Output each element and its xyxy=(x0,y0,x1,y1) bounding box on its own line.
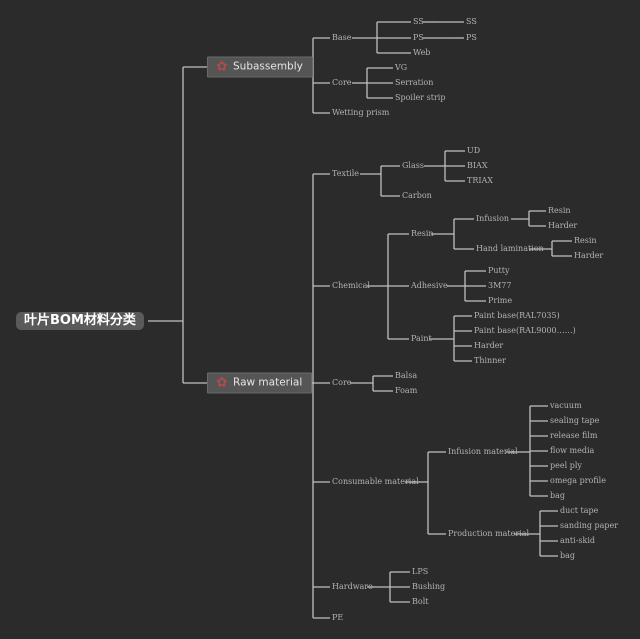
node-ud[interactable]: UD xyxy=(467,146,481,155)
node-carbon[interactable]: Carbon xyxy=(402,191,432,200)
node-lps[interactable]: LPS xyxy=(412,567,429,576)
flower-icon: ✿ xyxy=(216,375,228,391)
node-paint-base-ral9000[interactable]: Paint base(RAL9000……) xyxy=(474,326,576,335)
node-infusion-item[interactable]: flow media xyxy=(550,446,595,455)
node-infusion-item[interactable]: vacuum xyxy=(550,401,582,410)
node-production-item[interactable]: sanding paper xyxy=(560,521,619,530)
node-glass[interactable]: Glass xyxy=(402,161,424,170)
node-core-sub[interactable]: Core xyxy=(332,78,352,87)
node-wetting-prism[interactable]: Wetting prism xyxy=(332,108,390,117)
node-paint-harder[interactable]: Harder xyxy=(474,341,504,350)
node-ps[interactable]: PS xyxy=(413,33,424,42)
node-vg[interactable]: VG xyxy=(395,63,408,72)
category-raw-material[interactable]: ✿ Raw material xyxy=(207,372,313,394)
node-web[interactable]: Web xyxy=(413,48,431,57)
node-infusion-material[interactable]: Infusion material xyxy=(448,447,518,456)
node-spoiler-strip[interactable]: Spoiler strip xyxy=(395,93,446,102)
node-prime[interactable]: Prime xyxy=(488,296,513,305)
node-hand-lamination[interactable]: Hand lamination xyxy=(476,244,544,253)
node-production-item[interactable]: anti-skid xyxy=(560,536,596,545)
node-bolt[interactable]: Bolt xyxy=(412,597,429,606)
node-thinner[interactable]: Thinner xyxy=(474,356,506,365)
node-serration[interactable]: Serration xyxy=(395,78,434,87)
node-balsa[interactable]: Balsa xyxy=(395,371,418,380)
node-infusion-item[interactable]: sealing tape xyxy=(550,416,600,425)
node-hardware[interactable]: Hardware xyxy=(332,582,373,591)
node-core-raw[interactable]: Core xyxy=(332,378,352,387)
node-hand-resin[interactable]: Resin xyxy=(574,236,597,245)
node-infusion-item[interactable]: omega profile xyxy=(550,476,606,485)
node-pe[interactable]: PE xyxy=(332,613,344,622)
node-consumable-material[interactable]: Consumable material xyxy=(332,477,419,486)
node-ps-child[interactable]: PS xyxy=(466,33,477,42)
node-paint[interactable]: Paint xyxy=(411,334,432,343)
node-3m77[interactable]: 3M77 xyxy=(488,281,512,290)
node-infusion-resin[interactable]: Resin xyxy=(548,206,571,215)
node-triax[interactable]: TRIAX xyxy=(467,176,493,185)
category-raw-material-label: Raw material xyxy=(233,376,303,389)
category-subassembly[interactable]: ✿ Subassembly xyxy=(207,56,313,78)
node-bushing[interactable]: Bushing xyxy=(412,582,446,591)
category-subassembly-label: Subassembly xyxy=(233,60,303,73)
node-biax[interactable]: BIAX xyxy=(467,161,488,170)
node-resin[interactable]: Resin xyxy=(411,229,434,238)
node-ss-child[interactable]: SS xyxy=(466,17,477,26)
node-chemical[interactable]: Chemical xyxy=(332,281,370,290)
node-adhesive[interactable]: Adhesive xyxy=(411,281,448,290)
node-infusion-item[interactable]: release film xyxy=(550,431,598,440)
node-infusion-item[interactable]: bag xyxy=(550,491,566,500)
node-paint-base-ral7035[interactable]: Paint base(RAL7035) xyxy=(474,311,560,320)
node-production-item[interactable]: bag xyxy=(560,551,576,560)
node-base[interactable]: Base xyxy=(332,33,352,42)
node-ss[interactable]: SS xyxy=(413,17,424,26)
node-hand-harder[interactable]: Harder xyxy=(574,251,604,260)
node-production-item[interactable]: duct tape xyxy=(560,506,599,515)
node-textile[interactable]: Textile xyxy=(332,169,360,178)
flower-icon: ✿ xyxy=(216,59,228,75)
node-infusion[interactable]: Infusion xyxy=(476,214,510,223)
root-node[interactable]: 叶片BOM材料分类 xyxy=(16,312,144,330)
node-infusion-harder[interactable]: Harder xyxy=(548,221,578,230)
node-foam[interactable]: Foam xyxy=(395,386,418,395)
node-production-material[interactable]: Production material xyxy=(448,529,530,538)
node-putty[interactable]: Putty xyxy=(488,266,510,275)
node-infusion-item[interactable]: peel ply xyxy=(550,461,582,470)
